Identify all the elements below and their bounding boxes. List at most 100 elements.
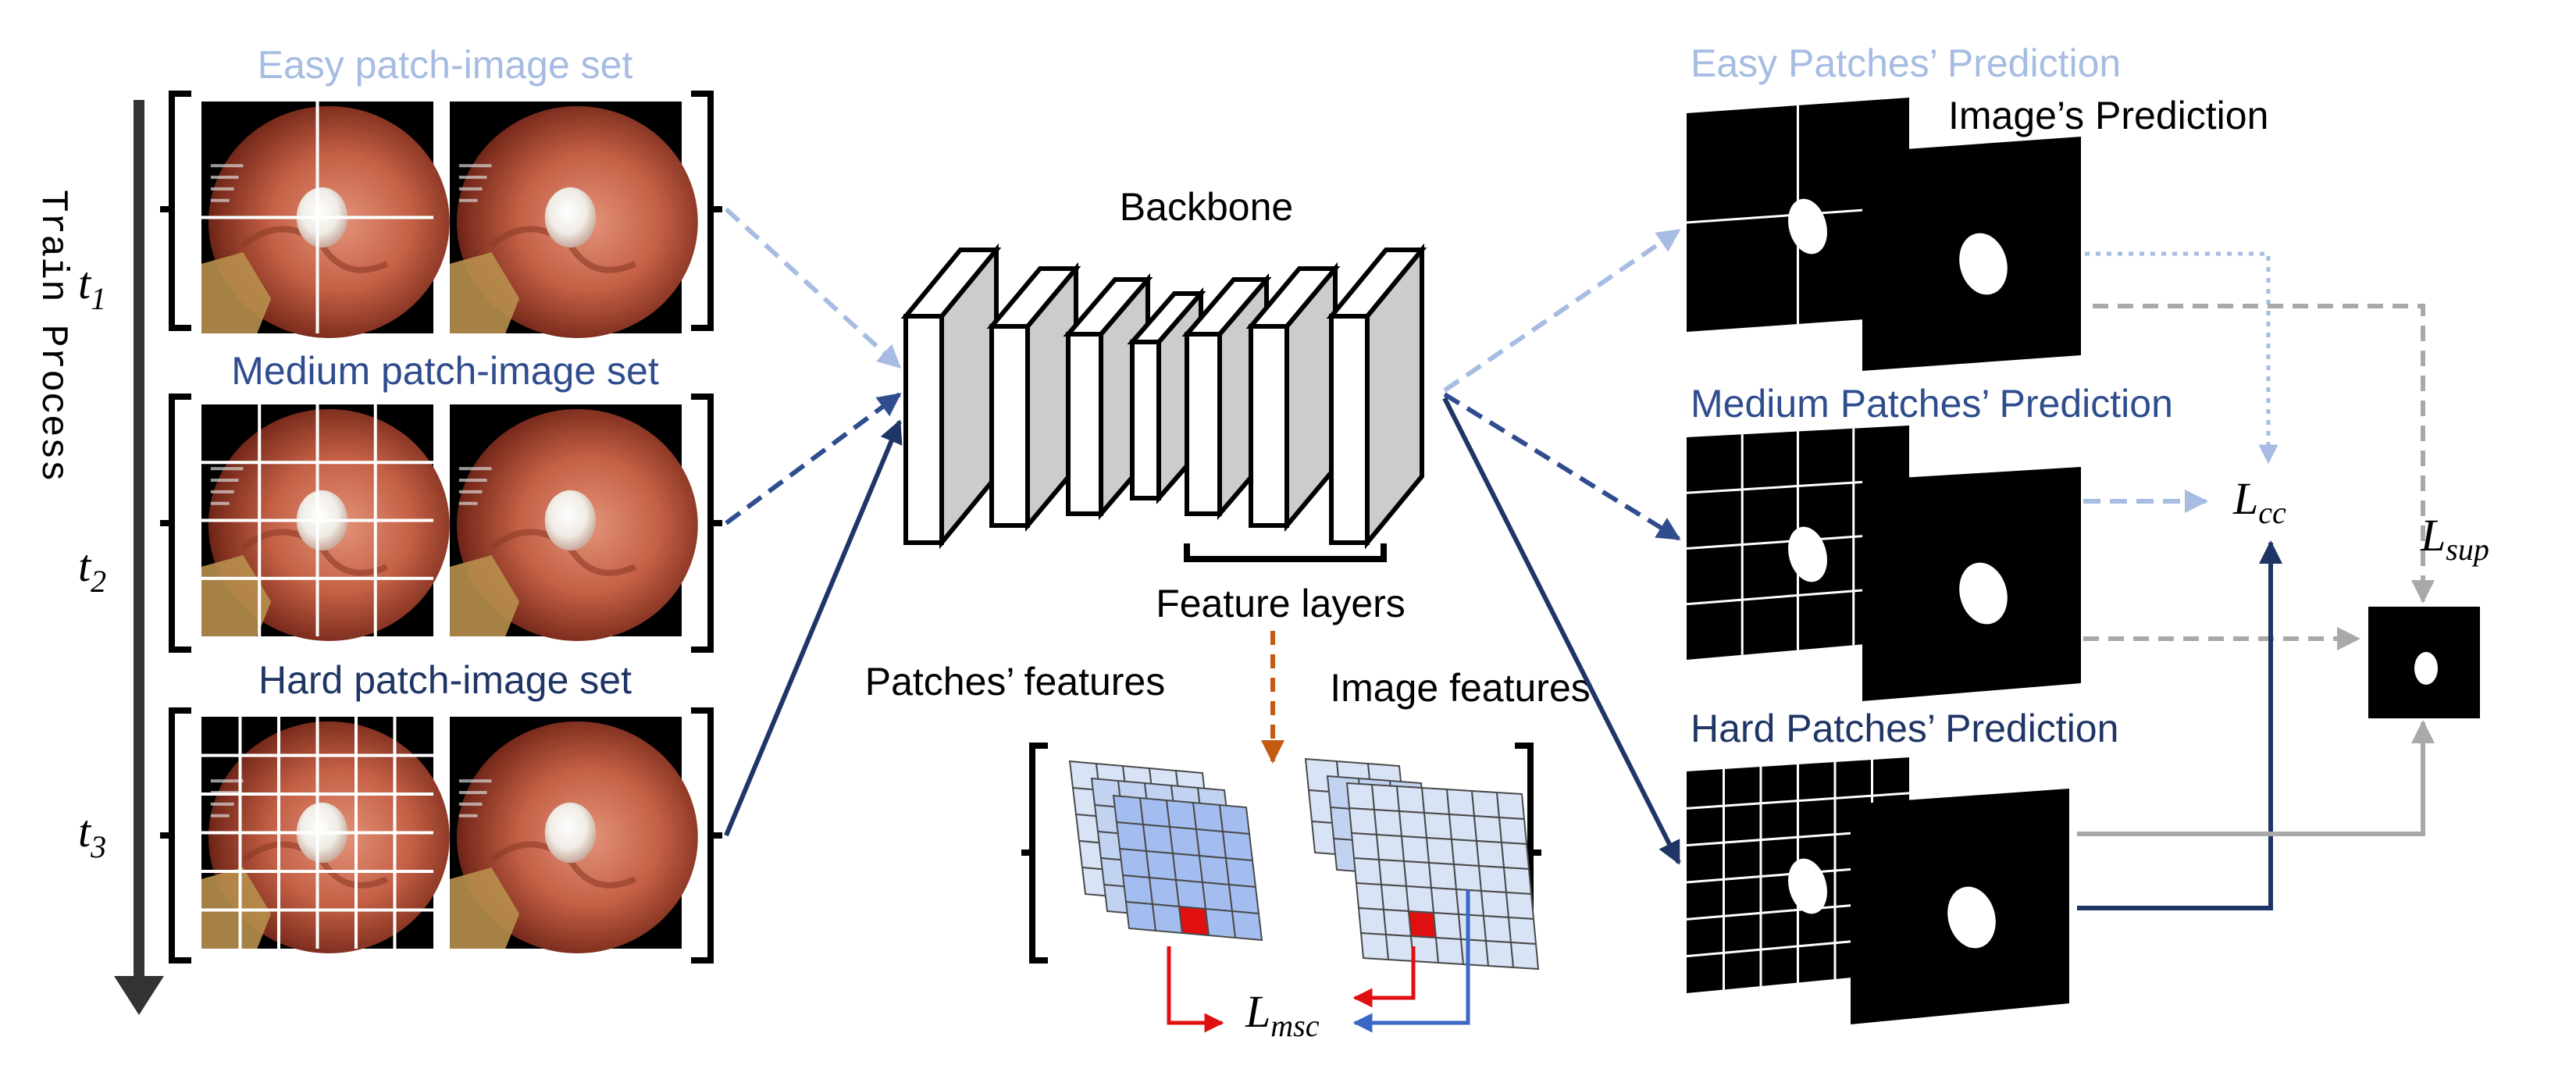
feature-cell (1168, 825, 1201, 857)
feature-cell (1204, 907, 1237, 939)
ground-truth-polyp-region (2414, 652, 2438, 685)
overlay-text-line (210, 814, 230, 817)
debris-area (450, 555, 520, 636)
train-process-arrowhead (114, 976, 164, 1015)
bracket-group (160, 91, 722, 963)
feature-layers-bracket (1184, 543, 1387, 562)
overlay-text-line (210, 198, 230, 202)
feature-cell (1457, 913, 1488, 942)
feature-cell (1145, 850, 1178, 882)
medium-set-title: Medium patch-image set (231, 349, 659, 393)
feature-cell (1198, 854, 1231, 886)
backbone-layer (900, 243, 1002, 550)
easy-left-bracket (160, 91, 191, 331)
layer-front (1329, 314, 1370, 545)
image-feature-stack-front (1345, 782, 1540, 971)
lsup-label: Lsup (2420, 510, 2489, 567)
easy-image-to-lcc-arrow (2085, 251, 2278, 465)
overlay-text-line (458, 501, 478, 505)
feature-cell (1231, 910, 1263, 942)
prediction-maps (1686, 98, 2081, 1024)
feature-cell (1370, 783, 1401, 813)
feature-cell (1352, 857, 1383, 886)
overlay-text-line (210, 176, 239, 180)
backbone-network (900, 243, 1427, 550)
medium-patch-prediction (1686, 426, 1910, 660)
feature-cell (1450, 838, 1480, 867)
medium-right-bracket (691, 394, 722, 653)
feature-cell (1201, 881, 1234, 913)
medium-input-arrow (725, 392, 902, 525)
hard-input-arrow (724, 419, 903, 837)
overlay-text-line (458, 479, 487, 483)
polyp-region (1959, 233, 2008, 295)
feature-layers-label: Feature layers (1156, 582, 1406, 625)
feature-cell (1502, 866, 1533, 896)
patch-feature-to-lmsc-arrow (1167, 946, 1224, 1033)
feature-cell (1384, 933, 1415, 963)
patch-feature-stack (1068, 760, 1263, 942)
feature-cell (1142, 823, 1174, 855)
polyp (544, 187, 597, 248)
overlay-text-line (458, 176, 487, 180)
feature-cell (1477, 864, 1508, 894)
feature-cell (1482, 914, 1512, 944)
easy-pred-title: Easy Patches’ Prediction (1691, 41, 2121, 85)
debris-area (201, 555, 272, 636)
debris-area (450, 252, 520, 333)
overlay-text-line (458, 187, 483, 191)
layer-front (1185, 332, 1222, 516)
polyp-region (1959, 562, 2008, 625)
medium-patch-image (201, 404, 450, 641)
easy-patch-image (201, 102, 450, 338)
feature-cell (1112, 794, 1145, 826)
overlay-text-line (458, 198, 478, 202)
feature-cell (1459, 938, 1490, 967)
debris-area (450, 867, 520, 949)
overlay-text-line (210, 779, 244, 783)
hard-right-bracket (691, 707, 722, 963)
feature-cell (1427, 861, 1458, 891)
medium-image-prediction (1862, 467, 2081, 701)
backbone-layer (1326, 243, 1427, 550)
overlay-text-line (210, 501, 230, 505)
feature-cell (1509, 941, 1540, 971)
feature-cell (1500, 841, 1530, 871)
feature-cell (1507, 916, 1537, 946)
feature-cell (1425, 836, 1455, 866)
train-process-label: Train Process (31, 190, 73, 482)
feature-cell (1375, 833, 1406, 863)
feature-cell (1452, 863, 1483, 892)
endoscopy-image-group (201, 102, 698, 953)
image-pred-title: Image’s Prediction (1948, 94, 2268, 137)
lmsc-label: Lmsc (1245, 986, 1320, 1043)
layer-front (903, 314, 944, 545)
overlay-text-line (458, 814, 478, 817)
feature-cell (1420, 786, 1451, 816)
feature-cell (1480, 889, 1510, 919)
overlay-text-line (458, 779, 492, 783)
hard-to-lcc-arrow (2077, 540, 2282, 910)
medium-left-bracket (160, 394, 191, 653)
debris-area (201, 867, 272, 949)
polyp-region (1947, 886, 1996, 949)
feature-cell (1434, 936, 1465, 966)
feature-cell (1192, 801, 1224, 833)
image-full-to-lmsc-arrow (1352, 890, 1470, 1033)
feature-maps (1068, 757, 1540, 971)
backbone-layer (986, 262, 1081, 532)
feature-cell (1348, 807, 1378, 836)
overlay-text-line (210, 164, 244, 168)
feature-cell (1423, 811, 1453, 841)
debris-area (201, 252, 272, 333)
hard-to-lsup-arrow (2077, 720, 2435, 836)
t1-label: t1 (78, 258, 106, 316)
feature-cell (1174, 878, 1207, 910)
feature-cell (1382, 908, 1413, 938)
hard-set-title: Hard patch-image set (258, 658, 632, 702)
feature-cell (1195, 828, 1227, 860)
layer-front (989, 324, 1030, 528)
feature-cell (1121, 874, 1154, 906)
feature-cell (1115, 821, 1148, 853)
feature-cell (1430, 886, 1460, 916)
